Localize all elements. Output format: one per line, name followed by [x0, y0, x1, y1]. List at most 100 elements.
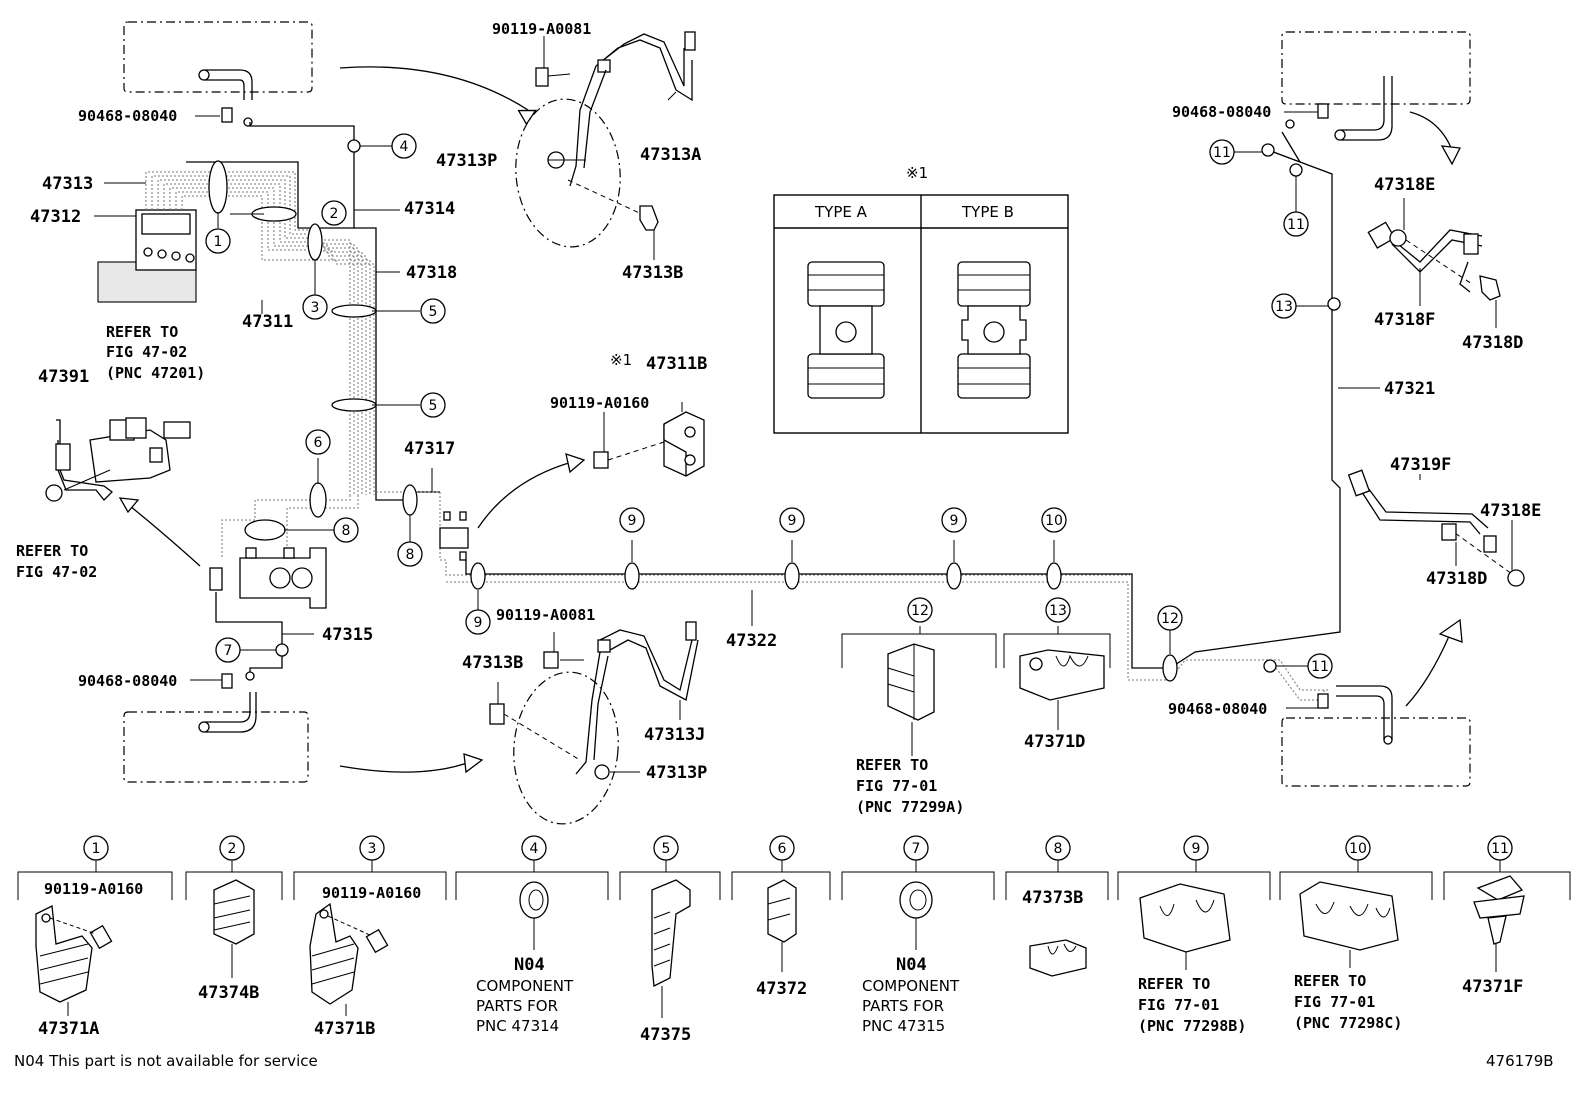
- footer-code: 476179B: [1486, 1052, 1554, 1070]
- legend-9-note1: REFER TO: [1138, 975, 1210, 993]
- callout-1: 1: [214, 234, 223, 250]
- callout-11a: 11: [1213, 145, 1231, 161]
- legend-num-3: 3: [368, 841, 377, 857]
- legend-4-note3: PNC 47314: [476, 1017, 559, 1035]
- clamp-3: [307, 223, 323, 261]
- tube-bundle-47318: [145, 161, 1330, 691]
- legend-num-10: 10: [1349, 841, 1367, 857]
- callout-13b: 13: [1275, 299, 1293, 315]
- legend-num-6: 6: [778, 841, 787, 857]
- label-refer-77-01-a: REFER TO: [856, 756, 928, 774]
- label-47321: 47321: [1384, 379, 1435, 399]
- callout-12a: 12: [911, 603, 929, 619]
- legend-3-part: 47371B: [314, 1019, 375, 1039]
- label-47311: 47311: [242, 312, 293, 332]
- legend-7-note2: PARTS FOR: [862, 997, 944, 1015]
- callout-6: 6: [314, 435, 323, 451]
- callout-9b: 9: [628, 513, 637, 529]
- label-47313B-bot: 47313B: [462, 653, 523, 673]
- clamp-5b: [331, 398, 377, 412]
- callout-7: 7: [224, 643, 233, 659]
- legend-7-note1: COMPONENT: [862, 977, 960, 995]
- type-b-header: TYPE B: [961, 203, 1014, 221]
- label-47318D-top: 47318D: [1462, 333, 1523, 353]
- label-47313P-top: 47313P: [436, 151, 497, 171]
- legend-num-1: 1: [92, 841, 101, 857]
- callout-11c: 11: [1311, 659, 1329, 675]
- label-90468-08040-br: 90468-08040: [1168, 700, 1267, 718]
- label-47313A: 47313A: [640, 145, 701, 165]
- label-90468-08040-bl: 90468-08040: [78, 672, 177, 690]
- arrow-bottom: [339, 761, 471, 773]
- clamp-5a: [331, 304, 377, 318]
- callout-13a: 13: [1049, 603, 1067, 619]
- legend-11-part: 47371F: [1462, 977, 1523, 997]
- label-refer-77-01-c: (PNC 77299A): [856, 798, 964, 816]
- legend-4-note1: COMPONENT: [476, 977, 574, 995]
- legend-num-7: 7: [912, 841, 921, 857]
- callout-10: 10: [1045, 513, 1063, 529]
- label-47313B-top: 47313B: [622, 263, 683, 283]
- label-90119-A0081-bot: 90119-A0081: [496, 606, 595, 624]
- legend-6-part: 47372: [756, 979, 807, 999]
- legend-num-11: 11: [1491, 841, 1509, 857]
- label-47318D-bot: 47318D: [1426, 569, 1487, 589]
- label-90468-08040-tr: 90468-08040: [1172, 103, 1271, 121]
- detail-13-clip: [1003, 626, 1111, 730]
- legend-2-part: 47374B: [198, 983, 259, 1003]
- callout-9d: 9: [950, 513, 959, 529]
- footer-note: N04 This part is not available for servi…: [14, 1052, 318, 1070]
- legend-num-9: 9: [1192, 841, 1201, 857]
- legend-num-4: 4: [530, 841, 539, 857]
- label-refer-47-02b-a: REFER TO: [16, 542, 88, 560]
- callout-5a: 5: [429, 304, 438, 320]
- legend-4-note2: PARTS FOR: [476, 997, 558, 1015]
- legend-num-8: 8: [1054, 841, 1063, 857]
- label-47312: 47312: [30, 207, 81, 227]
- legend-10-note3: (PNC 77298C): [1294, 1014, 1402, 1032]
- front-left-wheel-area: [123, 21, 313, 127]
- label-refer-47-02-b: FIG 47-02: [106, 343, 187, 361]
- detail-12-clip: [841, 626, 997, 756]
- label-47318: 47318: [406, 263, 457, 283]
- arrow-to-master: [124, 501, 201, 567]
- arrow-mid: [477, 461, 573, 529]
- legend-8-part: 47373B: [1022, 888, 1083, 908]
- arrow-top: [339, 66, 529, 111]
- callouts: 1 2 3 4 5 5 6 7 8 8 9 9 9 9 10 11 11 11 …: [205, 133, 1333, 679]
- legend-1-sub: 90119-A0160: [44, 880, 143, 898]
- label-47371D: 47371D: [1024, 732, 1085, 752]
- label-refer-47-02b-b: FIG 47-02: [16, 563, 97, 581]
- rear-left-wheel-area: [123, 692, 309, 783]
- clamp-6: [309, 482, 327, 518]
- leader-lines: [94, 36, 1513, 773]
- callout-5b: 5: [429, 398, 438, 414]
- callout-12b: 12: [1161, 611, 1179, 627]
- callout-8b: 8: [406, 547, 415, 563]
- label-47318F: 47318F: [1374, 310, 1435, 330]
- flex-hose-47318F: [1367, 221, 1501, 301]
- label-90119-A0081-top: 90119-A0081: [492, 20, 591, 38]
- legend-1-part: 47371A: [38, 1019, 99, 1039]
- rear-right-wheel-area: [1281, 618, 1471, 787]
- flex-hose-47319F: [1347, 469, 1525, 587]
- label-47313: 47313: [42, 174, 93, 194]
- master-cylinder-47201: [45, 417, 191, 502]
- clamp-47311B: [593, 411, 705, 477]
- legend-5-part: 47375: [640, 1025, 691, 1045]
- type-a-header: TYPE A: [814, 203, 868, 221]
- front-right-wheel-area: [1281, 31, 1471, 166]
- legend-10-note1: REFER TO: [1294, 972, 1366, 990]
- legend-10-note2: FIG 77-01: [1294, 993, 1375, 1011]
- legend-row: 1 2 3 4 5 6 7 8 9 10 11: [17, 835, 1571, 1018]
- callout-2: 2: [330, 206, 339, 222]
- front-flex-hose-detail: [515, 31, 696, 248]
- legend-4-part: N04: [514, 955, 545, 975]
- label-47319F: 47319F: [1390, 455, 1451, 475]
- label-47313P-bot: 47313P: [646, 763, 707, 783]
- label-90119-A0160-mid: 90119-A0160: [550, 394, 649, 412]
- label-47322: 47322: [726, 631, 777, 651]
- label-star1-47311B: ※1: [610, 351, 632, 369]
- legend-num-2: 2: [228, 841, 237, 857]
